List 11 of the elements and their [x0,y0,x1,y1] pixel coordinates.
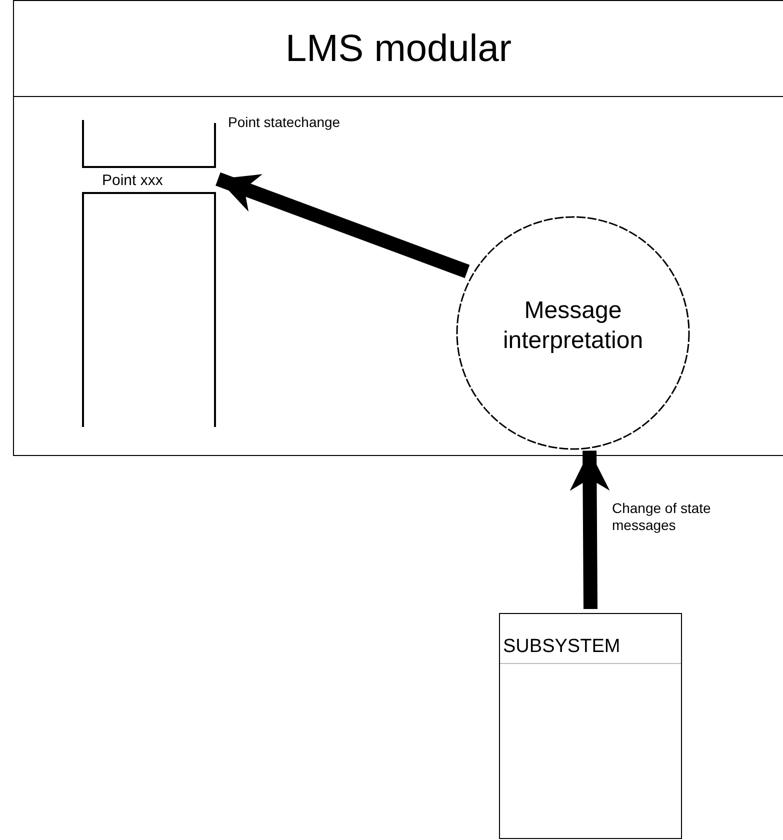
arrow [570,450,610,610]
subsystem-box [499,613,682,839]
process-circle [456,216,690,450]
circle-label: Message interpretation [502,296,644,356]
system-frame [13,0,783,456]
row-label: Point xxx [102,172,163,190]
box-heading: SUBSYSTEM [500,614,681,664]
column-heading: Point statechange [228,114,340,131]
table-row [82,166,216,194]
arrow [216,172,470,278]
frame-title: LMS modular [284,27,512,71]
